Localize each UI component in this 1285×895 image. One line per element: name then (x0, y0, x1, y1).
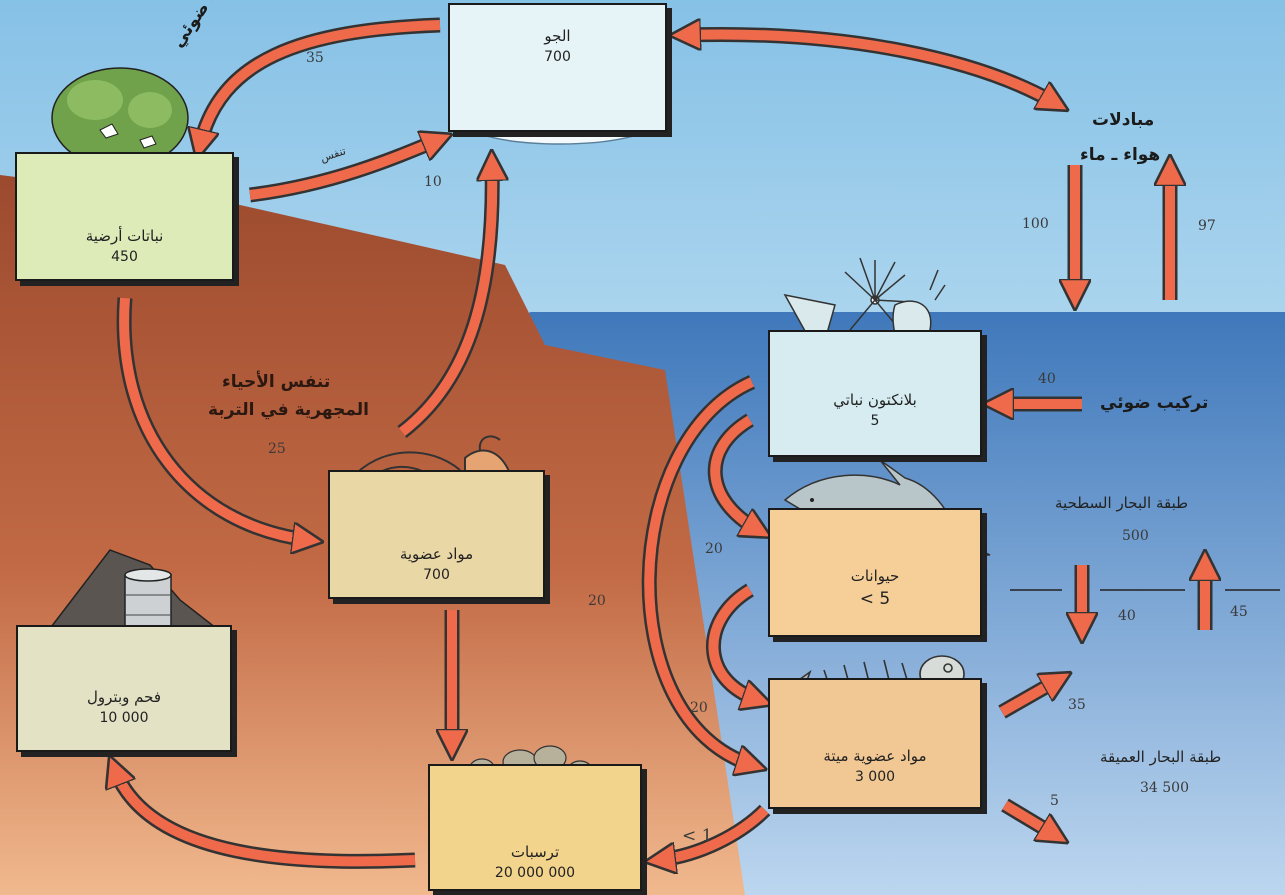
flow-to-sediments: < 1 (682, 826, 713, 846)
sediments-value: 20 000 000 (494, 865, 576, 881)
animals-value: < 5 (859, 589, 891, 609)
organic-matter-value: 700 (423, 567, 450, 583)
sediments-name: ترسبات (510, 843, 560, 861)
label-exchange-2: هواء ـ ماء (1080, 145, 1161, 165)
land-plants-value: 450 (111, 249, 138, 265)
atmosphere-name: الجو (544, 27, 571, 45)
arrow-plankton-to-dead (644, 377, 752, 765)
label-exchange-1: مبادلات (1092, 110, 1155, 130)
coal-oil-value: 10 000 (99, 710, 149, 726)
sediments-box: ترسبات 20 000 000 (428, 764, 642, 891)
arrow-sediments-to-coal (115, 770, 416, 867)
flow-sea-to-air: 97 (1198, 218, 1216, 234)
atmosphere-value: 700 (544, 49, 571, 65)
arrow-atm-to-plants (200, 20, 441, 145)
arrow-animals-to-dead (708, 585, 758, 700)
flow-animals-to-dead: 20 (690, 700, 708, 716)
coal-oil-icon (43, 549, 228, 638)
organic-matter-box: مواد عضوية 700 (328, 470, 545, 599)
surface-ocean-value: 500 (1122, 528, 1149, 544)
dead-organic-box: مواد عضوية ميتة 3 000 (768, 678, 982, 809)
animals-box: حيوانات < 5 (768, 508, 982, 637)
flow-soil-resp: 25 (268, 441, 286, 457)
arrow-soil-respiration (398, 165, 492, 436)
flow-dead-to-deep-small: 5 (1050, 793, 1059, 809)
label-soil-resp-1: تنفس الأحياء (222, 372, 331, 392)
dead-organic-name: مواد عضوية ميتة (823, 747, 927, 765)
flow-surface-up: 45 (1230, 604, 1248, 620)
deep-ocean-value: 34 500 (1140, 780, 1189, 796)
flow-plankton-to-dead: 20 (588, 593, 606, 609)
flow-dead-to-deep: 35 (1068, 697, 1086, 713)
land-plants-box: نباتات أرضية 450 (15, 152, 234, 281)
phytoplankton-box: بلانكتون نباتي 5 (768, 330, 982, 457)
arrow-plants-to-atm (249, 140, 438, 200)
arrow-dead-to-deep-2 (1002, 800, 1055, 835)
flow-air-to-sea: 100 (1022, 216, 1049, 232)
atmosphere-box: الجو 700 (448, 3, 667, 132)
coal-oil-box: فحم وبترول 10 000 (16, 625, 232, 752)
animals-name: حيوانات (850, 567, 900, 585)
flow-photosynthesis-ocean: 40 (1038, 371, 1056, 387)
label-photosynthesis-ocean: تركيب ضوئي (1100, 393, 1209, 413)
label-deep-ocean: طبقة البحار العميقة (1100, 748, 1222, 766)
label-soil-resp-2: المجهرية في التربة (208, 400, 369, 420)
arrow-plankton-to-animals (710, 415, 758, 530)
phytoplankton-name: بلانكتون نباتي (833, 391, 917, 409)
flow-arrows (115, 25, 1205, 861)
land-plants-name: نباتات أرضية (85, 227, 164, 245)
flow-atm-to-plants: 35 (306, 50, 324, 66)
arrow-dead-to-sediments (660, 806, 769, 860)
phytoplankton-value: 5 (870, 413, 880, 429)
flow-plants-to-atm: 10 (424, 174, 442, 190)
flow-plankton-to-animals: 20 (705, 541, 723, 557)
label-surface-ocean: طبقة البحار السطحية (1055, 494, 1189, 512)
flow-surface-down: 40 (1118, 608, 1136, 624)
organic-matter-name: مواد عضوية (399, 545, 474, 563)
arrow-atm-sea-exchange (685, 34, 1055, 103)
coal-oil-name: فحم وبترول (87, 688, 161, 706)
arrow-plants-to-organic (119, 297, 308, 540)
arrow-dead-to-deep (999, 680, 1058, 717)
dead-organic-value: 3 000 (854, 769, 896, 785)
